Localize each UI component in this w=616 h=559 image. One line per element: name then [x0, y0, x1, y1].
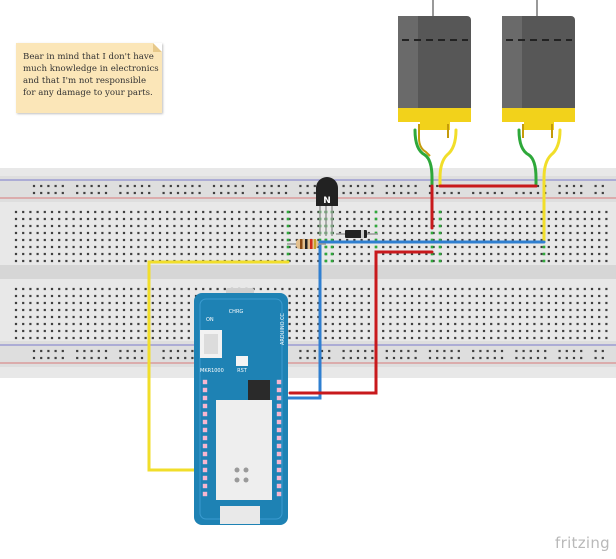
npn-transistor: N	[316, 177, 338, 236]
wires	[147, 184, 546, 472]
dc-motor-1	[398, 0, 471, 157]
note-fold	[153, 43, 162, 52]
note-text: Bear in mind that I don't have much know…	[23, 52, 159, 98]
transistor-label: N	[323, 196, 331, 206]
breadboard	[0, 168, 616, 378]
board-rst-label: RST	[237, 368, 248, 374]
fritzing-watermark: fritzing	[555, 534, 610, 552]
arduino-mkr1000: CHRG ON RST MKR1000 ARDUINO.CC	[194, 288, 288, 525]
board-on-label: ON	[206, 317, 214, 323]
board-name-label: MKR1000	[200, 368, 224, 374]
diode	[336, 230, 378, 238]
sticky-note: Bear in mind that I don't have much know…	[16, 43, 162, 113]
board-brand-label: ARDUINO.CC	[280, 313, 286, 345]
motor-leads	[413, 128, 562, 242]
board-chrg-label: CHRG	[229, 309, 244, 315]
resistor	[287, 239, 326, 249]
dc-motor-2	[502, 0, 575, 138]
